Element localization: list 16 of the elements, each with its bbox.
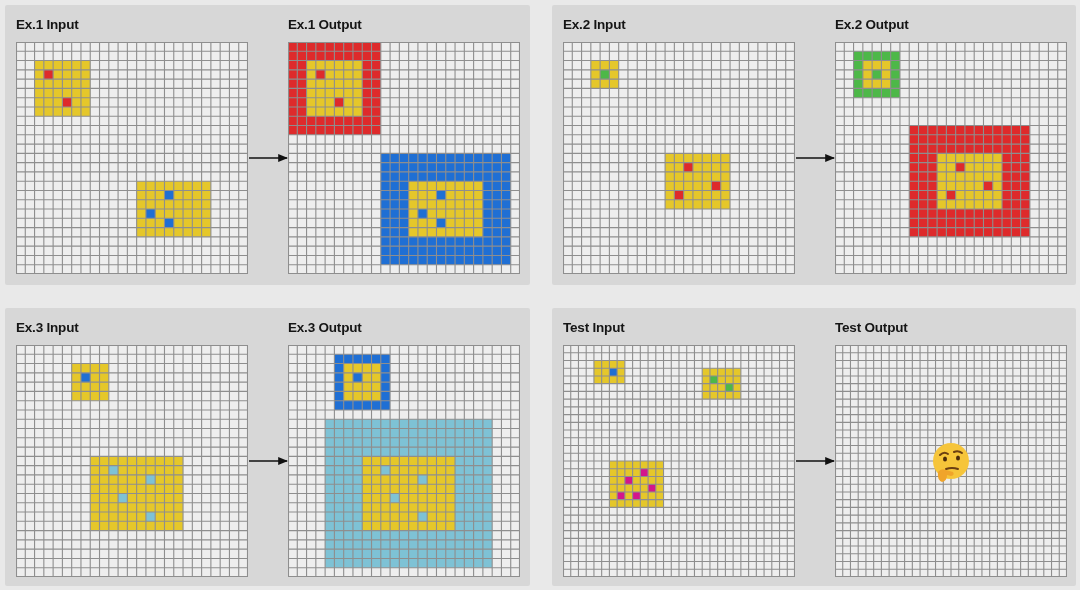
grid-title: Ex.3 Output <box>288 320 362 335</box>
grid-title: Ex.3 Input <box>16 320 79 335</box>
panel <box>552 308 1076 586</box>
arrow <box>795 457 835 465</box>
panel <box>5 5 530 285</box>
arrow <box>248 457 288 465</box>
grid-title: Test Output <box>835 320 908 335</box>
arrow <box>795 154 835 162</box>
panel <box>5 308 530 586</box>
arrow <box>248 154 288 162</box>
grid-title: Ex.1 Input <box>16 17 79 32</box>
panel <box>552 5 1076 285</box>
grid-title: Test Input <box>563 320 625 335</box>
grid-title: Ex.1 Output <box>288 17 362 32</box>
grid-title: Ex.2 Input <box>563 17 626 32</box>
grid-title: Ex.2 Output <box>835 17 909 32</box>
